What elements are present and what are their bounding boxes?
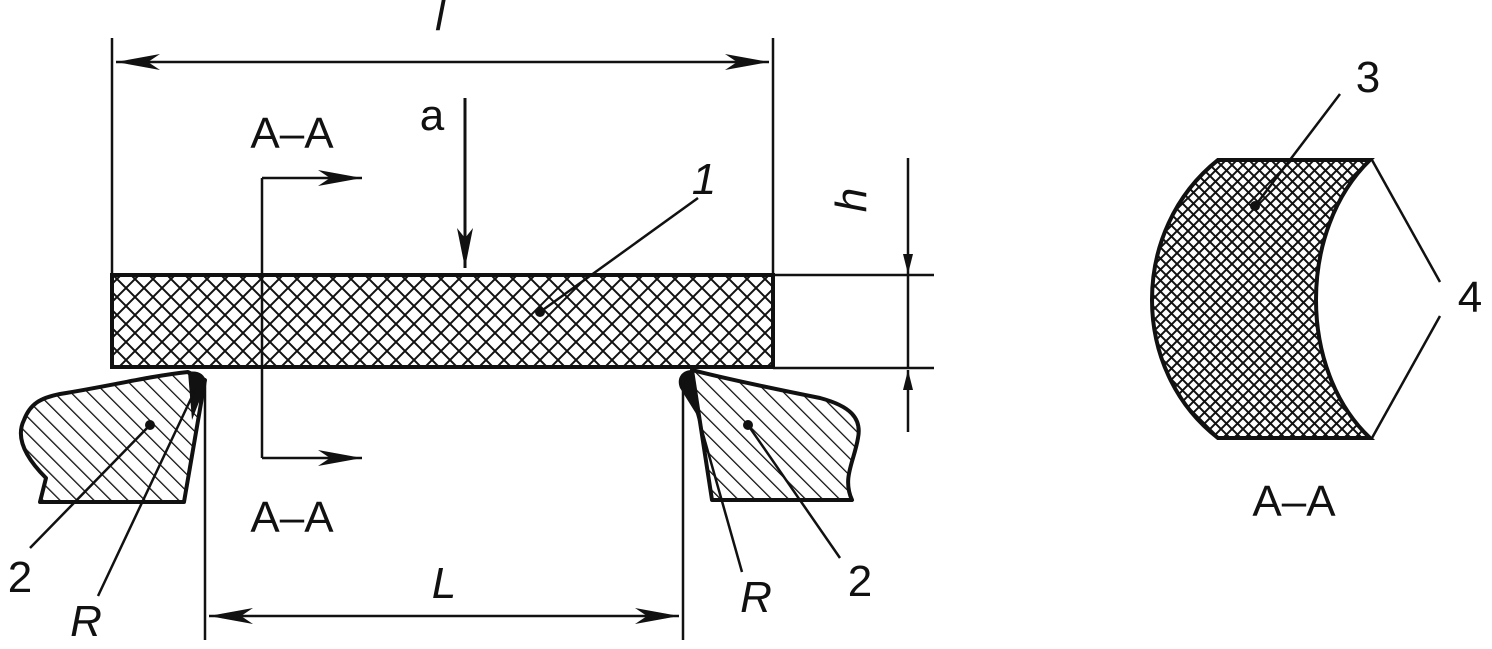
radius-right-label: R [740,573,772,622]
load-a-label: a [420,91,445,140]
section-a-a-bottom-label: A–A [250,493,334,542]
left-support-leader [29,424,151,549]
support-right-label: 2 [848,557,872,606]
support-left-label: 2 [8,553,32,602]
part-4-upper-leader [1370,159,1442,283]
left-radius-leader [96,387,198,597]
left-support [18,370,207,504]
part-4-lower-leader [1370,315,1442,439]
height-h-label: h [827,188,876,212]
section-view-label: A–A [1252,477,1336,526]
part-3-label: 3 [1356,53,1380,102]
sample-bar [110,273,775,369]
right-radius-leader [688,387,744,573]
part-1-leader [539,196,699,314]
cross-section-shape [1150,158,1376,440]
part-3-leader [1254,93,1341,207]
right-support [690,368,861,502]
left-support-radius-tip [188,371,206,420]
span-L-label: L [432,559,456,608]
section-a-a-top-label: A–A [250,109,334,158]
span-l-label: l [435,0,446,40]
part-1-label: 1 [692,155,716,204]
part-4-label: 4 [1458,273,1482,322]
radius-left-label: R [70,597,102,644]
right-support-leader [746,424,842,559]
